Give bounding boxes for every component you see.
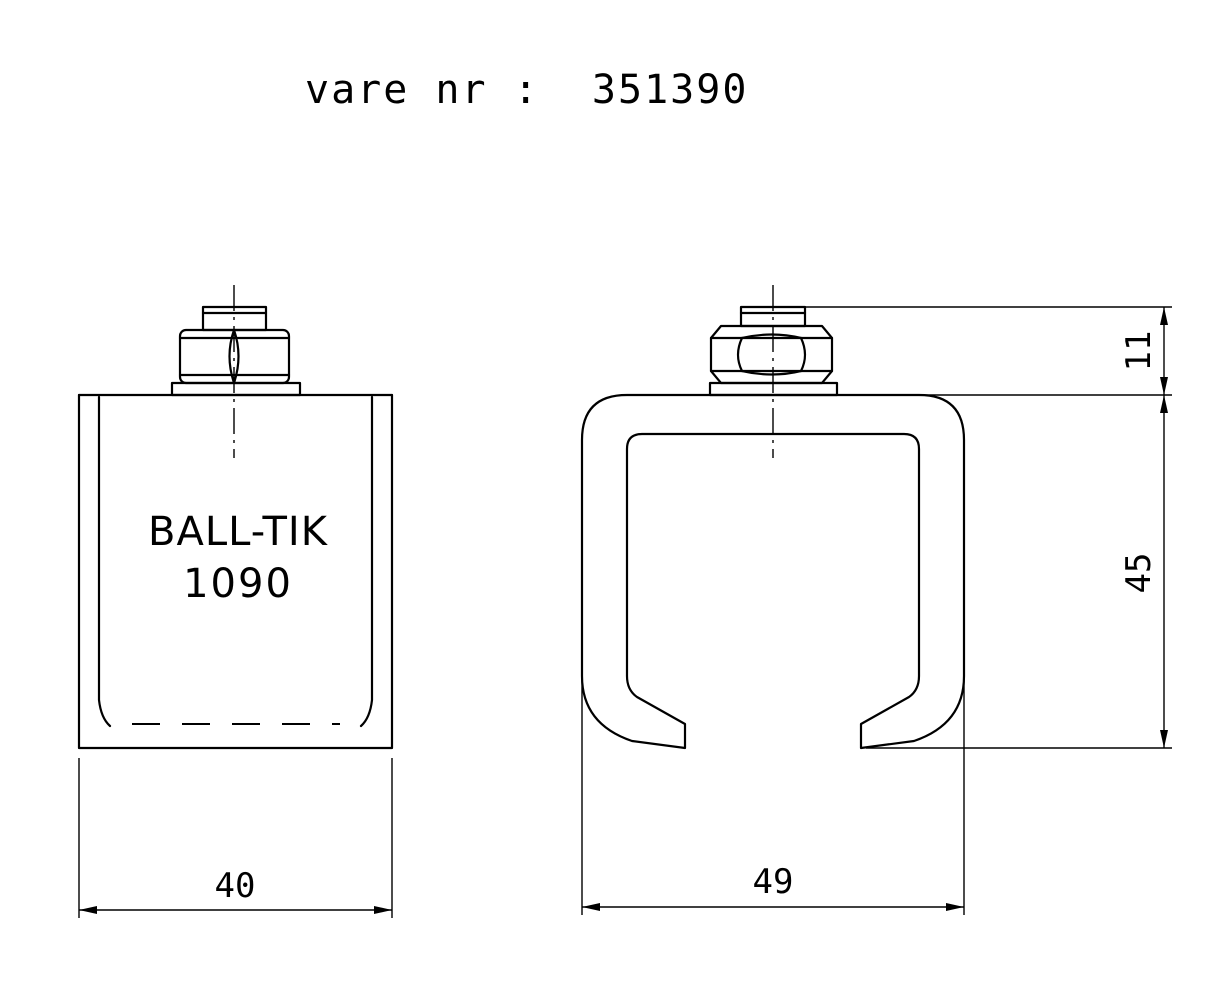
front-view: 49 11 45 — [580, 285, 1172, 915]
dim-11-arrow-top — [1160, 307, 1168, 325]
dim-45-label: 45 — [1119, 553, 1159, 594]
brand-name-label: BALL-TIK — [148, 509, 329, 555]
side-view-inner-right-wall — [359, 395, 374, 728]
dim-45-arrow-top — [1160, 395, 1168, 413]
side-view-nut-face-right — [232, 328, 240, 385]
dim-11-label: 11 — [1119, 331, 1159, 372]
side-view-inner-left-wall — [97, 395, 112, 728]
front-view-nut-face-mid-left — [740, 333, 803, 340]
front-view-nut-face-mid-left-bottom — [740, 369, 803, 376]
side-view: BALL-TIK 1090 40 — [77, 285, 394, 918]
front-view-nut — [709, 324, 834, 385]
side-view-body — [77, 393, 394, 750]
dim-49-arrow-left — [582, 903, 600, 911]
dim-49-arrow-right — [946, 903, 964, 911]
dim-40-label: 40 — [215, 866, 256, 906]
front-view-profile-outer — [580, 393, 966, 750]
side-view-nut-face-left — [228, 328, 236, 385]
dim-40-arrow-right — [374, 906, 392, 914]
dim-49-label: 49 — [753, 862, 794, 902]
front-view-nut-face-left — [736, 336, 744, 373]
dim-40-arrow-left — [79, 906, 97, 914]
part-number-title: vare nr : 351390 — [305, 67, 748, 113]
brand-model-label: 1090 — [183, 561, 293, 607]
dim-11-arrow-bottom — [1160, 377, 1168, 395]
front-view-nut-face-right — [799, 336, 807, 373]
dim-45-arrow-bottom — [1160, 730, 1168, 748]
side-view-washer — [170, 381, 302, 397]
